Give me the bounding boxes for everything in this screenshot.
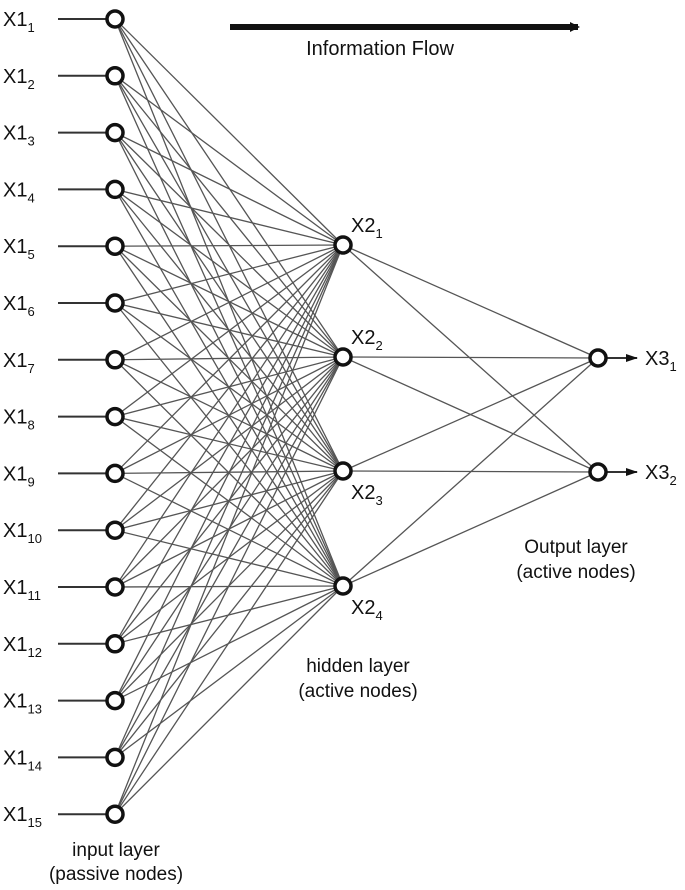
edge-hidden-2-output-1 [342, 356, 599, 359]
hidden-label-2: X22 [351, 327, 383, 353]
edge-input-15-hidden-4 [114, 585, 344, 815]
edge-input-3-hidden-1 [114, 132, 344, 246]
output-layer-caption: Output layer (active nodes) [516, 537, 635, 583]
edge-input-15-hidden-2 [114, 356, 344, 815]
input-node-7 [105, 350, 125, 370]
edge-input-5-hidden-1 [114, 244, 344, 247]
input-label-11: X111 [3, 577, 41, 603]
input-node-4 [105, 179, 125, 200]
hidden-node-3 [333, 461, 353, 481]
edge-input-15-hidden-3 [114, 470, 344, 815]
edge-input-8-hidden-1 [114, 244, 344, 418]
svg-text:(active nodes): (active nodes) [298, 681, 417, 702]
information-flow-label: Information Flow [306, 38, 454, 60]
edge-hidden-4-output-1 [342, 357, 599, 587]
input-node-1 [105, 9, 125, 29]
output-label-2: X32 [645, 462, 677, 488]
input-label-6: X16 [3, 293, 35, 319]
edge-input-2-hidden-2 [114, 75, 344, 358]
input-label-5: X15 [3, 236, 35, 262]
edge-input-14-hidden-4 [114, 585, 344, 758]
information-flow: Information Flow [230, 22, 580, 60]
hidden-node-2 [333, 347, 353, 367]
hidden-node-4 [333, 576, 353, 596]
input-label-3: X13 [3, 123, 35, 149]
edge-input-4-hidden-1 [114, 188, 344, 246]
svg-text:(active nodes): (active nodes) [516, 562, 635, 583]
hidden-label-1: X21 [351, 215, 383, 241]
input-node-15 [105, 804, 125, 824]
input-label-8: X18 [3, 407, 35, 433]
input-node-12 [105, 634, 125, 654]
hidden-label-3: X23 [351, 482, 383, 508]
svg-text:input layer: input layer [72, 840, 160, 861]
edge-input-15-hidden-1 [114, 244, 344, 815]
edge-input-6-hidden-1 [114, 244, 344, 304]
input-label-7: X17 [3, 350, 35, 376]
edge-input-14-hidden-3 [114, 470, 344, 758]
edge-hidden-1-output-2 [342, 244, 599, 473]
input-node-6 [105, 293, 125, 313]
edge-input-2-hidden-1 [114, 75, 344, 246]
input-label-4: X14 [3, 179, 35, 205]
edge-hidden-4-output-2 [342, 471, 599, 587]
hidden-layer-caption: hidden layer (active nodes) [298, 656, 417, 702]
connections [114, 18, 599, 815]
input-node-9 [105, 463, 125, 484]
edge-input-10-hidden-1 [114, 244, 344, 531]
edge-input-14-hidden-1 [114, 244, 344, 758]
edge-input-11-hidden-1 [114, 244, 344, 588]
input-stubs [58, 18, 638, 816]
input-label-15: X115 [3, 804, 42, 830]
output-node-2 [588, 462, 608, 482]
edge-input-7-hidden-1 [114, 244, 344, 361]
svg-text:Output layer: Output layer [524, 537, 628, 558]
hidden-label-4: X24 [351, 597, 383, 623]
edge-input-1-hidden-2 [114, 18, 344, 358]
input-label-12: X112 [3, 634, 42, 660]
input-label-13: X113 [3, 691, 42, 717]
input-node-3 [105, 122, 125, 143]
edge-input-14-hidden-2 [114, 356, 344, 758]
input-node-13 [105, 690, 125, 711]
input-layer-caption: input layer (passive nodes) [49, 840, 183, 885]
nodes [105, 9, 608, 824]
input-node-5 [105, 236, 125, 256]
input-node-11 [105, 577, 125, 597]
input-label-2: X12 [3, 66, 35, 92]
edge-hidden-3-output-1 [342, 357, 599, 472]
edge-input-12-hidden-1 [114, 244, 344, 645]
input-label-10: X110 [3, 520, 42, 546]
edge-input-13-hidden-1 [114, 244, 344, 701]
input-node-2 [105, 66, 125, 86]
input-label-14: X114 [3, 747, 42, 773]
edge-hidden-1-output-1 [342, 244, 599, 359]
edge-input-1-hidden-1 [114, 18, 344, 246]
input-label-9: X19 [3, 463, 35, 489]
input-node-14 [105, 747, 125, 768]
svg-text:(passive nodes): (passive nodes) [49, 864, 183, 885]
hidden-node-1 [333, 235, 353, 255]
input-node-10 [105, 520, 125, 540]
svg-text:hidden layer: hidden layer [306, 656, 410, 677]
node-labels: X11X12X13X14X15X16X17X18X19X110X111X112X… [3, 9, 677, 830]
input-label-1: X11 [3, 9, 35, 35]
output-label-1: X31 [645, 348, 677, 374]
edge-input-9-hidden-1 [114, 244, 344, 474]
output-node-1 [588, 348, 608, 368]
input-node-8 [105, 406, 125, 427]
